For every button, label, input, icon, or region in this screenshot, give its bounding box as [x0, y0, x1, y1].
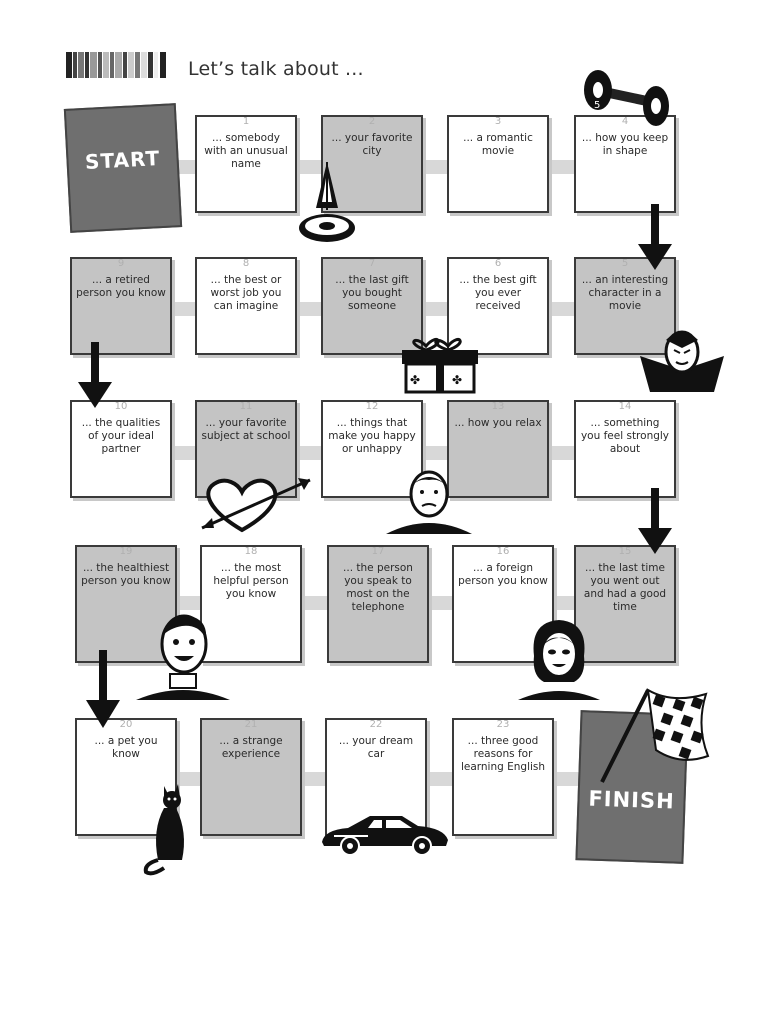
square-text: ... a strange experience: [219, 735, 283, 760]
cat-icon: [143, 784, 184, 876]
board-square-2: 2 ... your favorite city: [321, 115, 423, 213]
square-text: ... the best or worst job you can imagin…: [210, 274, 282, 312]
worried-man-icon: [386, 470, 472, 534]
board-square-12: 12 ... things that make you happy or unh…: [321, 400, 423, 498]
square-number: 2: [368, 116, 376, 127]
board-square-1: 1 ... somebody with an unusual name: [195, 115, 297, 213]
svg-text:✤: ✤: [452, 373, 462, 387]
board-square-21: 21 ... a strange experience: [200, 718, 302, 836]
down-arrow-icon: [638, 204, 672, 270]
square-text: ... your favorite city: [331, 132, 413, 157]
square-text: ... how you keep in shape: [581, 132, 669, 157]
square-text: ... an interesting character in a movie: [581, 274, 669, 312]
heart-arrow-icon: [201, 478, 311, 533]
smiling-man-icon: [136, 614, 230, 700]
square-text: ... somebody with an unusual name: [204, 132, 288, 170]
square-text: ... how you relax: [454, 417, 542, 429]
down-arrow-icon: [78, 342, 112, 408]
board-square-13: 13 ... how you relax: [447, 400, 549, 498]
board-square-19: 19 ... the healthiest person you know: [75, 545, 177, 663]
square-number: 20: [119, 719, 133, 730]
square-text: ... the qualities of your ideal partner: [81, 417, 161, 455]
down-arrow-icon: [86, 650, 120, 728]
square-number: 12: [365, 401, 379, 412]
page-title: Let’s talk about ...: [188, 58, 364, 80]
square-text: ... a pet you know: [94, 735, 158, 760]
board-square-10: 10 ... the qualities of your ideal partn…: [70, 400, 172, 498]
board-square-11: 11 ... your favorite subject at school: [195, 400, 297, 498]
checkered-flag-icon: [600, 688, 710, 783]
square-number: 18: [244, 546, 258, 557]
square-text: ... a romantic movie: [463, 132, 533, 157]
square-text: ... a foreign person you know: [458, 562, 548, 587]
square-number: 9: [117, 258, 125, 269]
square-number: 21: [244, 719, 258, 730]
square-number: 1: [242, 116, 250, 127]
header-stripe-bar: [66, 52, 166, 78]
square-number: 10: [114, 401, 128, 412]
square-text: ... your favorite subject at school: [201, 417, 291, 442]
gift-box-icon: ✤ ✤: [402, 338, 478, 394]
start-square: START: [63, 103, 183, 233]
board-square-20: 20 ... a pet you know: [75, 718, 177, 836]
board-square-18: 18 ... the most helpful person you know: [200, 545, 302, 663]
square-number: 17: [371, 546, 385, 557]
square-number: 8: [242, 258, 250, 269]
board-square-7: 7 ... the last gift you bought someone: [321, 257, 423, 355]
dumbbell-icon: 5: [584, 70, 669, 126]
square-text: ... something you feel strongly about: [580, 417, 670, 455]
board-square-23: 23 ... three good reasons for learning E…: [452, 718, 554, 836]
square-number: 4: [621, 116, 629, 127]
square-text: ... things that make you happy or unhapp…: [328, 417, 416, 455]
square-text: ... the healthiest person you know: [81, 562, 171, 587]
board-square-5: 5 ... an interesting character in a movi…: [574, 257, 676, 355]
square-number: 16: [496, 546, 510, 557]
board-square-9: 9 ... a retired person you know: [70, 257, 172, 355]
square-number: 15: [618, 546, 632, 557]
square-text: ... a retired person you know: [76, 274, 166, 299]
square-number: 5: [621, 258, 629, 269]
svg-text:✤: ✤: [410, 373, 420, 387]
board-square-14: 14 ... something you feel strongly about: [574, 400, 676, 498]
board-square-8: 8 ... the best or worst job you can imag…: [195, 257, 297, 355]
board-square-4: 4 ... how you keep in shape: [574, 115, 676, 213]
race-car-icon: [322, 816, 448, 856]
square-number: 19: [119, 546, 133, 557]
board-square-17: 17 ... the person you speak to most on t…: [327, 545, 429, 663]
square-text: ... the last gift you bought someone: [335, 274, 409, 312]
down-arrow-icon: [638, 488, 672, 554]
square-text: ... the last time you went out and had a…: [583, 562, 667, 613]
square-number: 3: [494, 116, 502, 127]
square-number: 7: [368, 258, 376, 269]
square-text: ... the best gift you ever received: [459, 274, 537, 312]
vampire-icon: [640, 330, 724, 392]
square-text: ... the person you speak to most on the …: [343, 562, 413, 613]
square-number: 13: [491, 401, 505, 412]
board-square-15: 15 ... the last time you went out and ha…: [574, 545, 676, 663]
square-number: 14: [618, 401, 632, 412]
start-label: START: [84, 146, 161, 174]
svg-text:5: 5: [594, 100, 600, 111]
finish-label: FINISH: [588, 786, 676, 814]
square-text: ... your dream car: [338, 735, 414, 760]
square-text: ... the most helpful person you know: [213, 562, 289, 600]
square-number: 11: [239, 401, 253, 412]
square-number: 22: [369, 719, 383, 730]
board-square-3: 3 ... a romantic movie: [447, 115, 549, 213]
woman-icon: [518, 620, 600, 700]
board-square-6: 6 ... the best gift you ever received: [447, 257, 549, 355]
square-number: 6: [494, 258, 502, 269]
square-text: ... three good reasons for learning Engl…: [460, 735, 546, 773]
square-number: 23: [496, 719, 510, 730]
chess-piece-icon: [299, 162, 355, 242]
